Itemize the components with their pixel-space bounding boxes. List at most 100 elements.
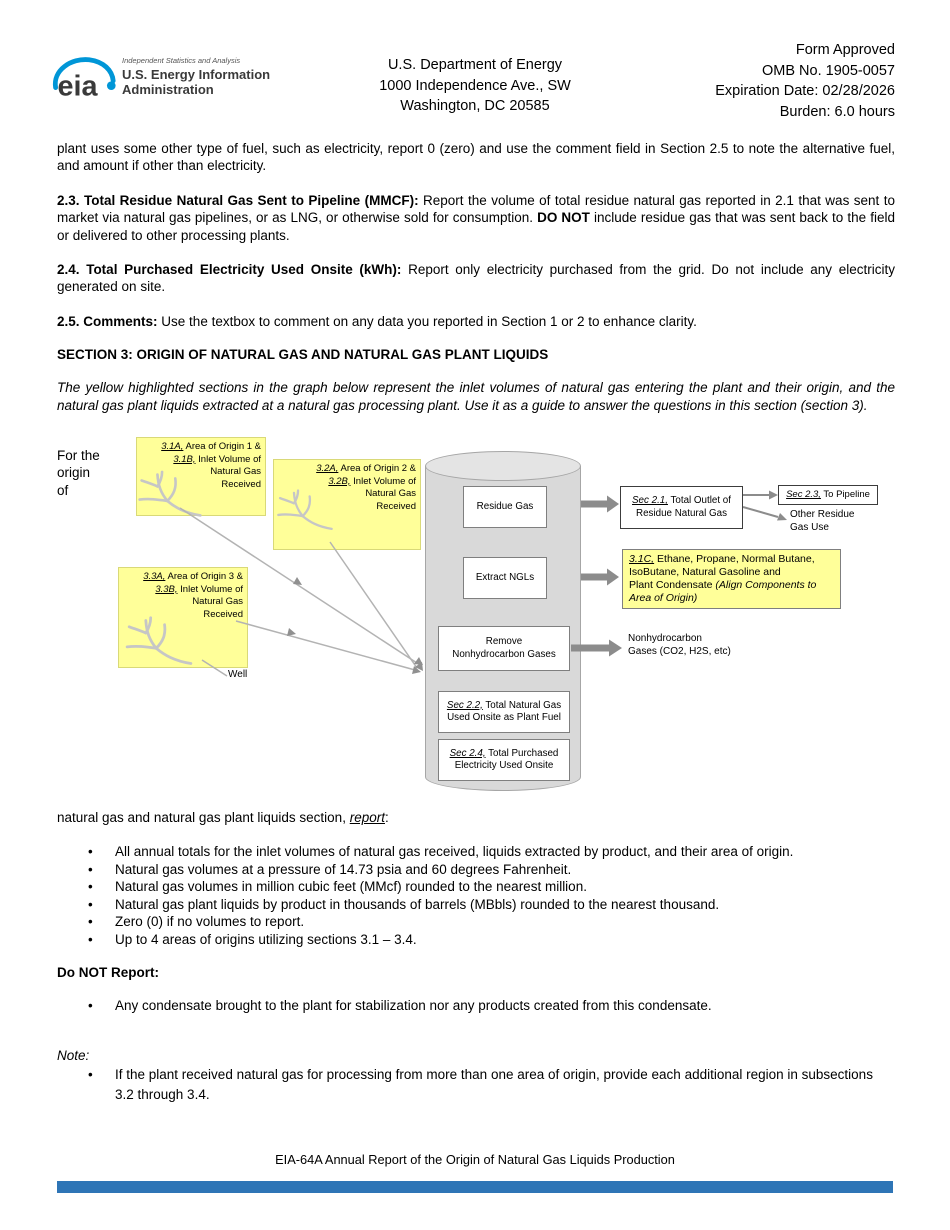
list-item: All annual totals for the inlet volumes … bbox=[57, 843, 895, 860]
eia-org-line2: Administration bbox=[122, 82, 214, 97]
eia-wordmark: eia bbox=[58, 70, 99, 102]
ref-sec-2-4: Sec 2.4, bbox=[449, 747, 486, 759]
sec-2-2-line2: Used Onsite as Plant Fuel bbox=[447, 712, 561, 724]
sec-2-2-plant-fuel-box: Sec 2.2, Total Natural Gas Used Onsite a… bbox=[438, 691, 570, 734]
list-item: If the plant received natural gas for pr… bbox=[57, 1065, 895, 1105]
line-origin1-to-plant bbox=[179, 507, 418, 664]
bullet-marker-icon bbox=[88, 861, 115, 878]
origin-box-1-line3: Natural Gas bbox=[210, 466, 261, 478]
section-2-4-text: Report only electricity purchased from t… bbox=[57, 262, 895, 295]
line-origin3-to-plant bbox=[235, 620, 416, 671]
eia-logo-swoosh-dot-icon bbox=[106, 81, 116, 90]
report-intro-suffix: : bbox=[384, 810, 389, 826]
eia-logo-swoosh-icon bbox=[53, 57, 116, 90]
eia-org-name: U.S. Energy Information Administration bbox=[122, 67, 270, 97]
list-item: Zero (0) if no volumes to report. bbox=[57, 913, 895, 930]
remove-nonhydrocarbon-step: Remove Nonhydrocarbon Gases bbox=[438, 626, 570, 672]
arrow-extract-to-31c-icon bbox=[581, 568, 619, 586]
sec-2-2-line1: Total Natural Gas bbox=[482, 699, 562, 711]
bullet-marker-icon bbox=[88, 878, 115, 895]
list-item-text: Natural gas volumes at a pressure of 14.… bbox=[115, 861, 572, 877]
sec-2-3-pipeline-box: Sec 2.3, To Pipeline bbox=[778, 485, 878, 506]
arrow-remove-to-nonhydro-icon bbox=[571, 639, 622, 657]
section-2-5-text: Use the textbox to comment on any data y… bbox=[161, 313, 697, 329]
agency-name: U.S. Department of Energy bbox=[387, 57, 563, 73]
residue-gas-step: Residue Gas bbox=[463, 486, 547, 529]
section-3-heading: SECTION 3: ORIGIN OF NATURAL GAS AND NAT… bbox=[57, 347, 549, 363]
other-residue-gas-use-label: Other Residue Gas Use bbox=[790, 509, 880, 534]
section-3-note: The yellow highlighted sections in the g… bbox=[57, 380, 895, 413]
omb-number: OMB No. 1905-0057 bbox=[762, 62, 895, 79]
section-2-3-text-2: include residue gas that was sent back t… bbox=[57, 210, 895, 243]
burden-hours: Burden: 6.0 hours bbox=[779, 103, 895, 120]
line-well-to-network bbox=[201, 659, 228, 677]
origin-box-2: 3.2A, Area of Origin 2 & 3.2B, Inlet Vol… bbox=[273, 459, 421, 551]
note-list: If the plant received natural gas for pr… bbox=[57, 1065, 895, 1105]
arrowhead-sec23-icon bbox=[769, 490, 778, 500]
section-2-3-label: 2.3. Total Residue Natural Gas Sent to P… bbox=[57, 192, 419, 208]
origin-box-2-line1: Area of Origin 2 & bbox=[338, 463, 416, 475]
ref-sec-2-3: Sec 2.3, bbox=[786, 488, 821, 500]
ref-3-2b: 3.2B, bbox=[328, 475, 351, 487]
list-item-text: Natural gas plant liquids by product in … bbox=[115, 896, 720, 912]
report-bullet-list: All annual totals for the inlet volumes … bbox=[57, 843, 895, 947]
continuation-paragraph: plant uses some other type of fuel, such… bbox=[57, 141, 895, 174]
sec-2-1-line1: Total Outlet of bbox=[667, 495, 731, 507]
ref-sec-2-2: Sec 2.2, bbox=[446, 699, 483, 711]
section-2-3-paragraph: 2.3. Total Residue Natural Gas Sent to P… bbox=[57, 192, 895, 244]
sec-2-4-line1: Total Purchased bbox=[485, 747, 559, 759]
section-2-3-text-1: Report the volume of total residue natur… bbox=[57, 192, 895, 226]
bullet-marker-icon bbox=[88, 1065, 115, 1105]
origin-box-1-line1: Area of Origin 1 & bbox=[183, 441, 261, 453]
sec-2-1-outlet-box: Sec 2.1, Total Outlet of Residue Natural… bbox=[620, 486, 743, 530]
line-sec21-to-other-residue bbox=[742, 506, 779, 519]
do-not-report-heading: Do NOT Report: bbox=[57, 964, 159, 980]
origin-box-3-text: 3.3A, Area of Origin 3 & 3.3B, Inlet Vol… bbox=[123, 571, 243, 621]
list-item-text: Any condensate brought to the plant for … bbox=[115, 997, 712, 1013]
section-2-4-label: 2.4. Total Purchased Electricity Used On… bbox=[57, 262, 402, 278]
agency-city: Washington, DC 20585 bbox=[400, 98, 550, 114]
ref-3-3a: 3.3A, bbox=[143, 571, 166, 583]
list-item: Natural gas volumes in million cubic fee… bbox=[57, 878, 895, 895]
report-intro-prefix: natural gas and natural gas plant liquid… bbox=[57, 810, 350, 826]
eia-logo-text: Independent Statistics and Analysis U.S.… bbox=[122, 56, 270, 97]
eia-tagline: Independent Statistics and Analysis bbox=[122, 56, 241, 65]
list-item: Any condensate brought to the plant for … bbox=[57, 997, 895, 1014]
report-intro-emphasis: report bbox=[349, 810, 385, 826]
sec-2-1-line2: Residue Natural Gas bbox=[636, 507, 727, 519]
section-2-4-paragraph: 2.4. Total Purchased Electricity Used On… bbox=[57, 261, 895, 296]
do-not-report-list: Any condensate brought to the plant for … bbox=[57, 997, 895, 1014]
ref-3-3b: 3.3B, bbox=[155, 583, 178, 595]
ngl-line2: IsoButane, Natural Gasoline and bbox=[629, 566, 781, 579]
origin-box-3-line1: Area of Origin 3 & bbox=[165, 571, 243, 583]
section-2-5-paragraph: 2.5. Comments: Use the textbox to commen… bbox=[57, 313, 895, 330]
list-item-text: If the plant received natural gas for pr… bbox=[115, 1066, 873, 1102]
arrowhead-plant-2-icon bbox=[415, 662, 423, 672]
ngl-line1: Ethane, Propane, Normal Butane, bbox=[654, 553, 815, 566]
origin-box-3-line2: Inlet Volume of bbox=[177, 583, 243, 595]
list-item: Natural gas plant liquids by product in … bbox=[57, 896, 895, 913]
arrowhead-mid-2-icon bbox=[287, 628, 296, 637]
agency-street: 1000 Independence Ave., SW bbox=[379, 77, 571, 94]
remove-line1: Remove bbox=[485, 636, 523, 648]
ref-3-2a: 3.2A, bbox=[316, 463, 339, 475]
other-residue-line2: Gas Use bbox=[790, 521, 829, 533]
agency-address-block: U.S. Department of Energy 1000 Independe… bbox=[379, 55, 571, 117]
ngl-line3-italic: (Align Components to bbox=[715, 579, 817, 592]
well-label: Well bbox=[228, 669, 248, 681]
side-label-for-the-origin-of: For the origin of bbox=[57, 448, 100, 498]
line-origin2-to-plant bbox=[329, 541, 418, 669]
sec-2-4-line2: Electricity Used Onsite bbox=[454, 760, 554, 772]
origin-box-1-text: 3.1A, Area of Origin 1 & 3.1B, Inlet Vol… bbox=[141, 441, 261, 491]
nonhydrocarbon-gases-label: Nonhydrocarbon Gases (CO2, H2S, etc) bbox=[628, 633, 748, 658]
ref-sec-2-1: Sec 2.1, bbox=[632, 495, 668, 507]
bottom-blue-bar bbox=[57, 1181, 893, 1193]
eia-org-line1: U.S. Energy Information bbox=[122, 67, 271, 82]
page-footer-title: EIA-64A Annual Report of the Origin of N… bbox=[275, 1152, 675, 1167]
extract-ngls-step: Extract NGLs bbox=[463, 557, 547, 600]
section-2-3-do-not: DO NOT bbox=[537, 210, 590, 226]
ngl-products-box-3-1c: 3.1C, Ethane, Propane, Normal Butane, Is… bbox=[622, 549, 841, 610]
arrowhead-other-residue-icon bbox=[777, 513, 787, 521]
origin-box-3-line4: Received bbox=[203, 608, 243, 620]
